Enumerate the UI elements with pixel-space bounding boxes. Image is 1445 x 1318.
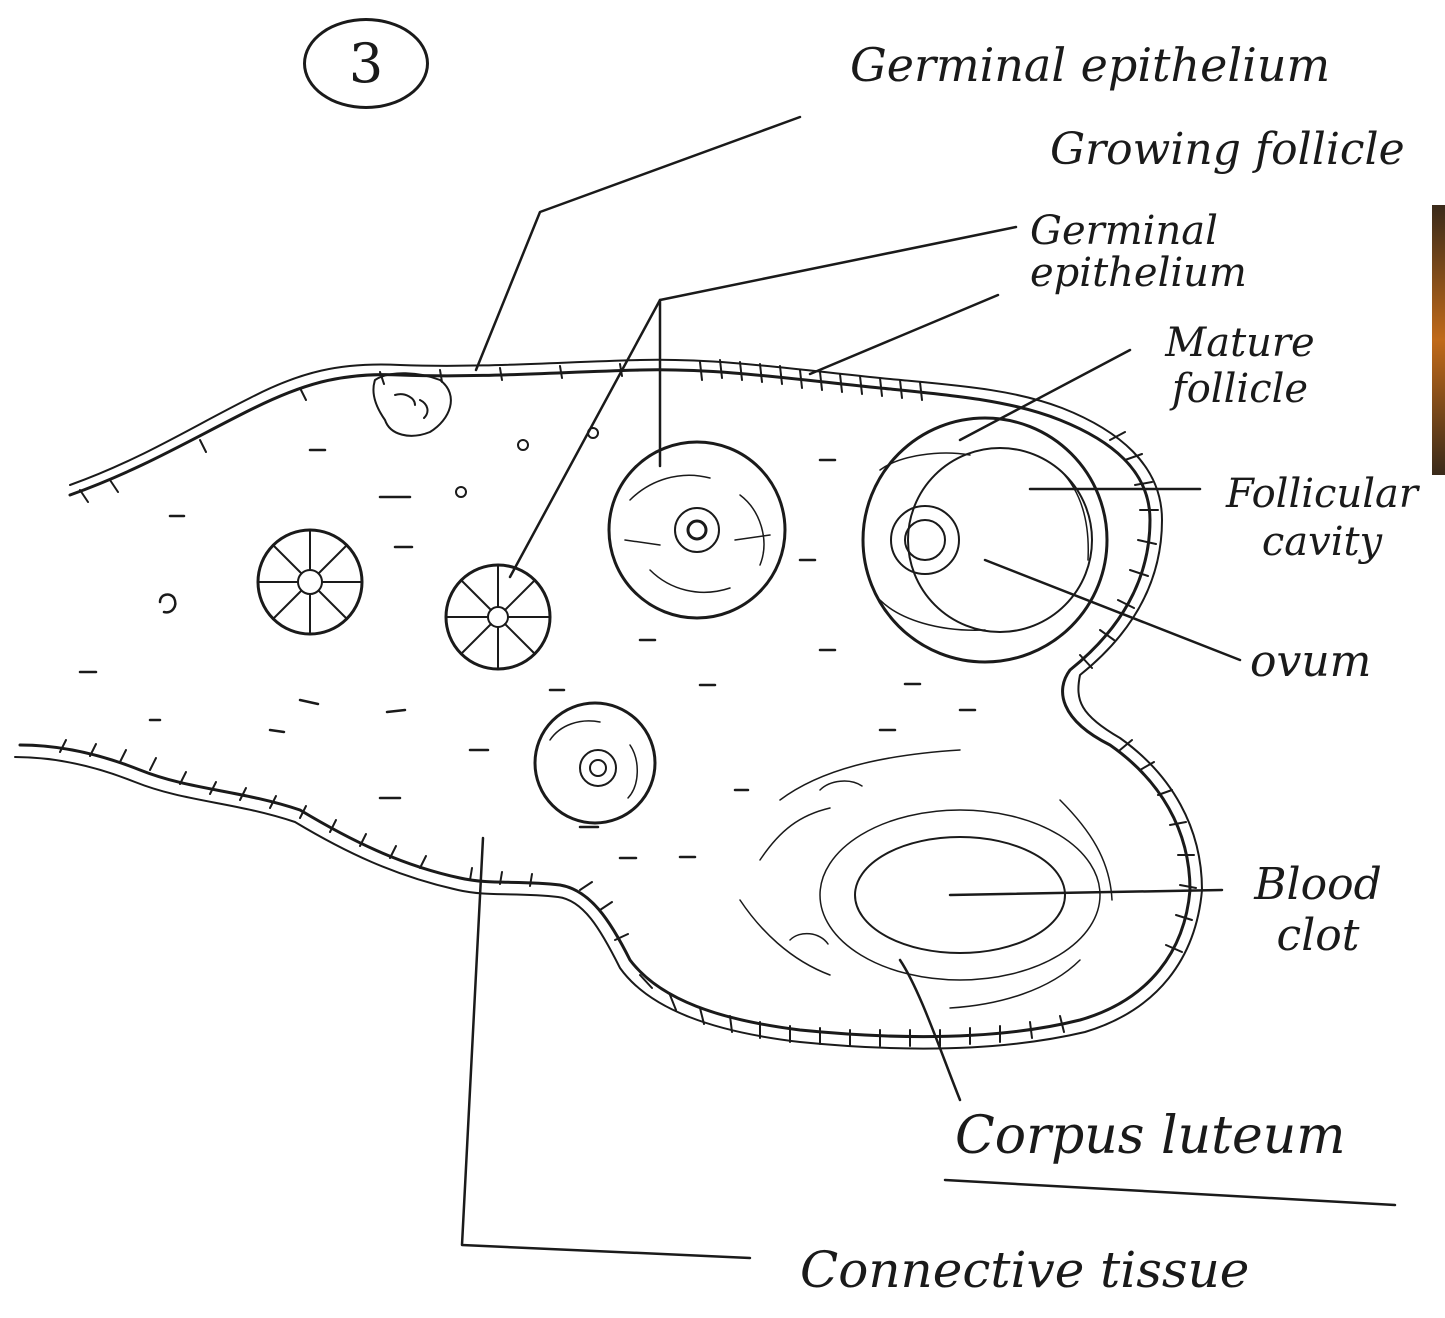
label-growing-follicle: Growing follicle	[1050, 128, 1405, 172]
rosette-follicle	[258, 530, 362, 634]
growing-follicle-shape	[609, 442, 785, 618]
rosette-follicle	[446, 565, 550, 669]
epithelium-hatching	[60, 360, 1196, 1046]
corpus-luteum-shape	[740, 750, 1112, 1008]
label-connective-tissue: Connective tissue	[800, 1245, 1249, 1295]
mature-follicle-shape	[863, 418, 1107, 662]
label-blood-clot: Blood clot	[1228, 860, 1408, 961]
small-follicle	[160, 595, 175, 613]
stroma-dashes	[80, 450, 975, 858]
small-oocyte	[456, 487, 466, 497]
label-follicular-cavity: Follicular cavity	[1212, 470, 1432, 566]
label-ovum: ovum	[1250, 640, 1371, 684]
label-corpus-luteum: Corpus luteum	[955, 1110, 1346, 1162]
small-oocyte	[518, 440, 528, 450]
small-growing-follicle	[535, 703, 655, 823]
label-germinal-epithelium: Germinal epithelium	[1030, 210, 1370, 294]
label-mature-follicle: Mature follicle	[1130, 320, 1350, 412]
label-germinal-epithelium-top: Germinal epithelium	[850, 42, 1330, 88]
primordial-follicle-cluster	[373, 373, 450, 436]
